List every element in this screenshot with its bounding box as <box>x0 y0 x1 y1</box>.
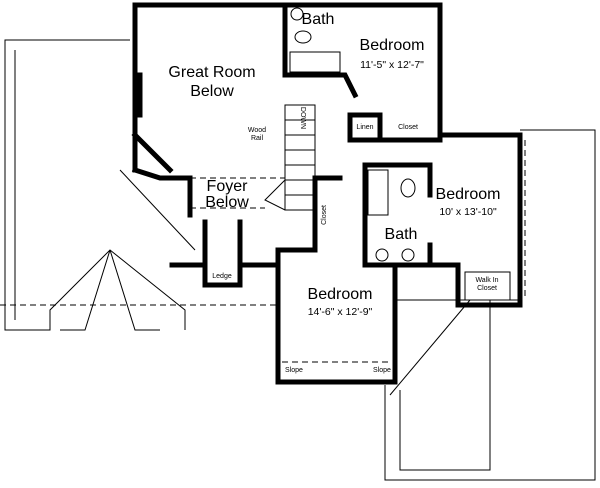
room-labels: Great Room Below Foyer Below Bath Bedroo… <box>168 11 500 374</box>
closet-1-label: Closet <box>398 124 418 131</box>
bath-upper-label: Bath <box>302 11 335 28</box>
staircase <box>264 104 316 211</box>
bedroom-1-size: 11'-5" x 12'-7" <box>360 59 424 71</box>
linen-label: Linen <box>356 124 373 131</box>
bath-lower-label: Bath <box>385 226 418 243</box>
bedroom-2-label: Bedroom <box>436 186 501 203</box>
walk-in-closet-label: Walk In <box>475 277 498 284</box>
foyer-label: Foyer <box>207 178 249 195</box>
bedroom-3-size: 14'-6" x 12'-9" <box>308 306 373 318</box>
slope-right-label: Slope <box>373 367 391 374</box>
bedroom-3-label: Bedroom <box>308 286 373 303</box>
roof-outline <box>0 39 596 481</box>
ledge-label: Ledge <box>212 273 232 280</box>
walk-in-closet-label-2: Closet <box>477 285 497 292</box>
wood-rail-label: Wood <box>248 127 266 134</box>
closet-2-label: Closet <box>321 205 328 225</box>
wood-rail-label-2: Rail <box>251 135 264 142</box>
bedroom-1-label: Bedroom <box>360 37 425 54</box>
fixtures <box>289 7 511 301</box>
foyer-label-2: Below <box>205 194 249 211</box>
bedroom-2-size: 10' x 13'-10" <box>439 206 497 218</box>
stair-down-label: DOWN <box>299 107 306 129</box>
great-room-label-2: Below <box>190 83 234 100</box>
slope-left-label: Slope <box>285 367 303 374</box>
walls <box>131 2 523 385</box>
great-room-label: Great Room <box>168 64 255 81</box>
